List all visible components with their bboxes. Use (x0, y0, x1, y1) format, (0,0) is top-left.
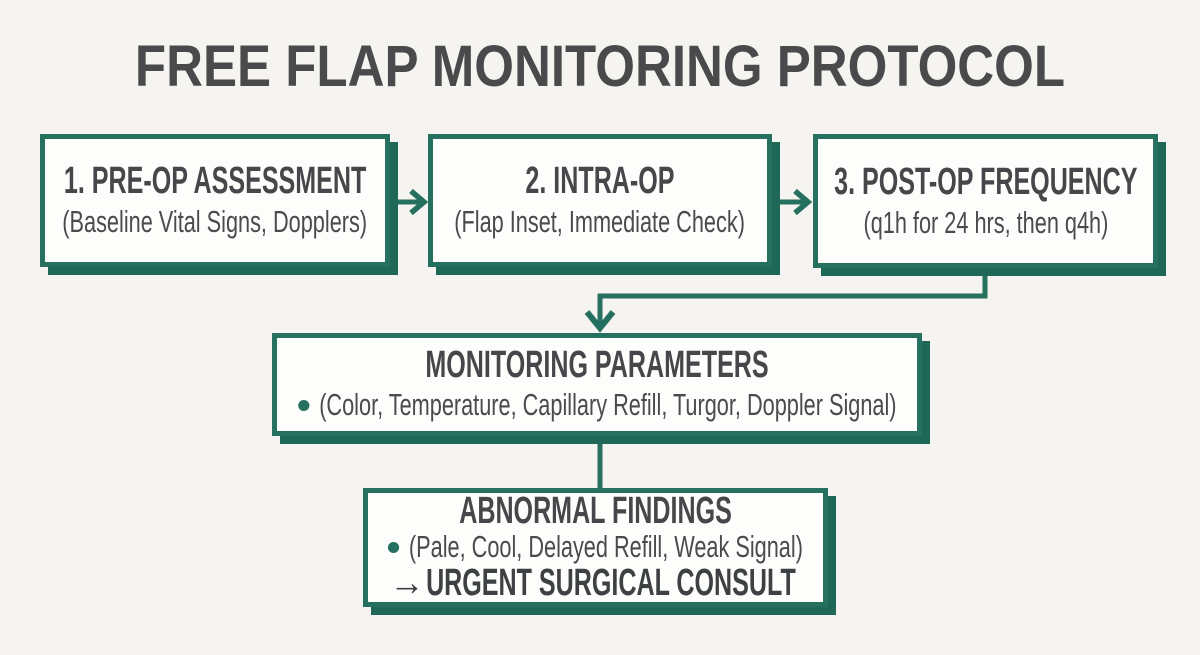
arrow-down-icon (584, 310, 616, 333)
postop-subtext: (q1h for 24 hrs, then q4h) (863, 204, 1108, 240)
urgent-consult-line: →URGENT SURGICAL CONSULT (390, 562, 797, 604)
flow-node-intraop: 2. INTRA-OP (Flap Inset, Immediate Check… (428, 134, 772, 267)
flow-node-abnormal: ABNORMAL FINDINGS (Pale, Cool, Delayed R… (363, 488, 828, 607)
arrow-right-icon (409, 188, 429, 216)
monitoring-subtext-line: (Color, Temperature, Capillary Refill, T… (297, 386, 897, 424)
bullet-icon (297, 399, 310, 411)
flow-node-monitoring: MONITORING PARAMETERS (Color, Temperatur… (272, 333, 922, 436)
urgent-arrow-icon: → (389, 562, 425, 604)
abnormal-subtext-line: (Pale, Cool, Delayed Refill, Weak Signal… (388, 530, 803, 564)
flow-node-postop: 3. POST-OP FREQUENCY (q1h for 24 hrs, th… (813, 134, 1158, 268)
preop-heading: 1. PRE-OP ASSESSMENT (63, 160, 367, 202)
monitoring-subtext: (Color, Temperature, Capillary Refill, T… (318, 387, 897, 422)
connector-elbow-postop-monitoring (597, 264, 988, 327)
urgent-consult-label: URGENT SURGICAL CONSULT (426, 562, 797, 604)
abnormal-heading: ABNORMAL FINDINGS (459, 490, 732, 532)
intraop-subtext: (Flap Inset, Immediate Check) (454, 204, 746, 239)
intraop-heading: 2. INTRA-OP (525, 160, 675, 202)
monitoring-heading: MONITORING PARAMETERS (425, 344, 769, 386)
bullet-icon (388, 541, 400, 553)
postop-heading: 3. POST-OP FREQUENCY (833, 160, 1138, 203)
arrow-right-icon (793, 188, 813, 216)
flow-node-preop: 1. PRE-OP ASSESSMENT (Baseline Vital Sig… (40, 134, 390, 267)
abnormal-subtext: (Pale, Cool, Delayed Refill, Weak Signal… (409, 529, 803, 564)
preop-subtext: (Baseline Vital Signs, Dopplers) (62, 204, 368, 239)
page-title: FREE FLAP MONITORING PROTOCOL (134, 34, 1066, 99)
